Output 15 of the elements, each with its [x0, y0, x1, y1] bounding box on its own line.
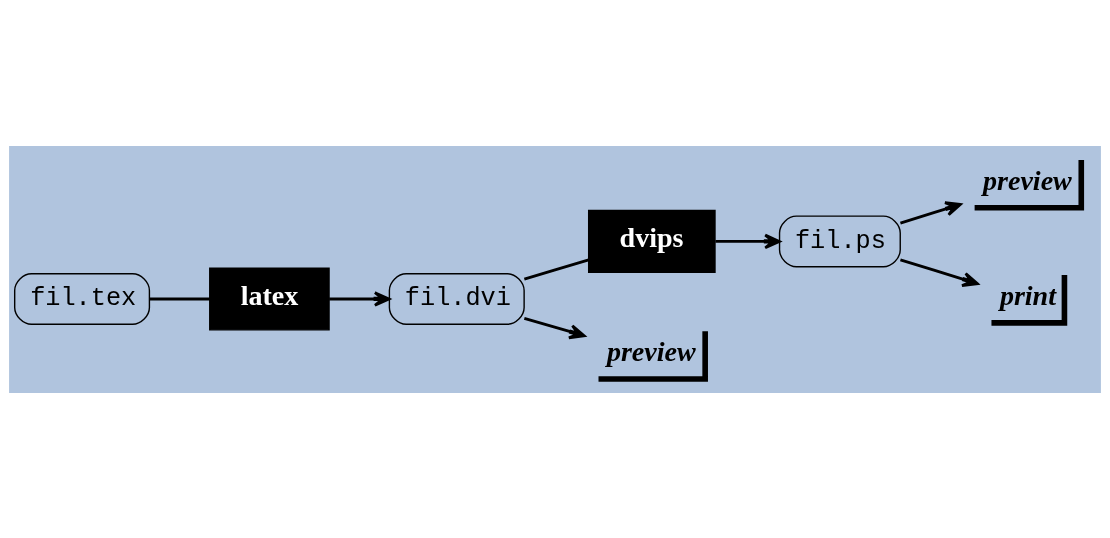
node-text: print: [999, 279, 1057, 311]
connector: [523, 258, 590, 280]
node-box: fil.dvi: [388, 272, 525, 325]
node-box: fil.tex: [14, 272, 151, 325]
arrow: [900, 200, 962, 224]
arrow: [329, 290, 391, 307]
connector: [149, 297, 210, 300]
node-text: preview: [606, 335, 696, 367]
node-box: fil.ps: [778, 214, 901, 267]
node-box: latex: [209, 266, 330, 331]
node-text: preview: [983, 164, 1072, 196]
arrow: [715, 233, 781, 249]
node-box: dvips: [587, 209, 716, 273]
arrow: [523, 316, 586, 339]
arrow: [900, 257, 979, 287]
